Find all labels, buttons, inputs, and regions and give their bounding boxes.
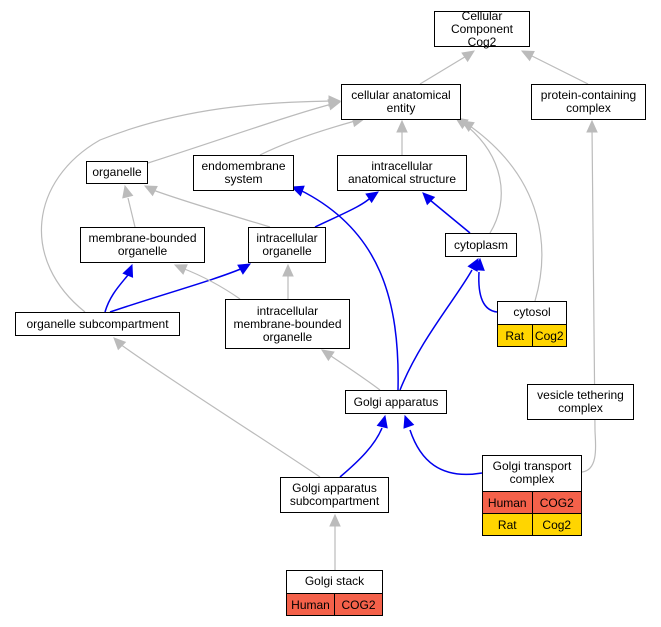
annotation-row-human: Human COG2 <box>482 491 582 514</box>
node-label: vesicle tethering <box>537 388 624 402</box>
arrowhead <box>461 50 476 63</box>
edge-io-to-ias <box>314 191 380 228</box>
edge-imbo-to-mbo <box>173 264 241 300</box>
edge-gas-to-osub <box>113 337 321 478</box>
node-label: intracellular <box>256 231 318 245</box>
arrowhead <box>113 337 127 351</box>
node-label: intracellular <box>371 159 433 173</box>
annotation-row-rat: Rat Cog2 <box>482 513 582 536</box>
node-label: subcompartment <box>289 494 380 508</box>
node-label: cellular anatomical <box>351 88 451 102</box>
node-protein-containing-complex[interactable]: protein-containing complex <box>531 84 646 120</box>
species-cell: Rat <box>498 325 532 346</box>
node-intracellular-organelle[interactable]: intracellular organelle <box>248 227 326 263</box>
node-label: Golgi transport <box>492 459 572 473</box>
node-label: organelle <box>262 244 312 258</box>
annotation-row-rat: Rat Cog2 <box>497 324 567 347</box>
node-intracellular-membrane-bounded-organelle[interactable]: intracellular membrane-bounded organelle <box>225 299 350 349</box>
edge-golgi-to-endomembrane <box>290 185 399 391</box>
arrowhead <box>376 414 388 429</box>
arrowhead <box>467 257 479 272</box>
edge-mbo-to-organelle <box>122 184 136 228</box>
arrowhead <box>143 185 158 197</box>
node-label: organelle <box>92 165 142 179</box>
node-label: cytosol <box>513 305 551 319</box>
annotation-row-human: Human COG2 <box>286 593 383 616</box>
edge-cytosol-to-cae <box>460 120 543 302</box>
edge-golgi-to-cytoplasm <box>399 257 479 391</box>
arrowhead <box>460 120 475 132</box>
node-vesicle-tethering-complex[interactable]: vesicle tethering complex <box>527 384 634 420</box>
node-label: intracellular <box>256 303 319 318</box>
node-intracellular-anatomical-structure[interactable]: intracellular anatomical structure <box>337 155 467 191</box>
node-label: anatomical structure <box>347 172 457 186</box>
gene-cell: COG2 <box>531 492 581 513</box>
node-label: cytoplasm <box>453 237 509 252</box>
node-cellular-anatomical-entity[interactable]: cellular anatomical entity <box>341 84 461 120</box>
arrowhead <box>520 50 535 62</box>
arrowhead <box>396 119 408 133</box>
edge-ias-to-cae <box>396 119 408 155</box>
node-endomembrane-system[interactable]: endomembrane system <box>193 155 294 191</box>
node-label: membrane-bounded <box>88 231 197 245</box>
arrowhead <box>282 263 294 277</box>
edge-pcc-to-root <box>520 50 589 85</box>
edge-gstack-to-gas <box>329 513 341 570</box>
node-golgi-apparatus-subcompartment[interactable]: Golgi apparatus subcompartment <box>280 477 389 513</box>
edge-gas-to-golgi <box>339 414 388 478</box>
node-label: organelle <box>262 329 313 344</box>
arrowhead <box>237 263 252 275</box>
node-label: complex <box>558 401 603 415</box>
arrowhead <box>173 264 188 275</box>
arrowhead <box>122 184 134 199</box>
node-membrane-bounded-organelle[interactable]: membrane-bounded organelle <box>80 227 205 263</box>
species-cell: Rat <box>483 514 532 535</box>
edge-vtc-to-pcc <box>581 119 598 473</box>
arrowhead <box>586 119 598 133</box>
node-label: complex <box>509 472 555 486</box>
edge-endomembrane-to-cae <box>259 115 366 156</box>
gene-cell: Cog2 <box>531 325 566 346</box>
node-label: Cellular Component <box>450 8 514 36</box>
arrowhead <box>328 95 342 107</box>
arrowhead <box>365 191 380 204</box>
edge-osub-to-io <box>109 263 252 313</box>
arrowhead <box>122 263 134 278</box>
edge-io-to-organelle <box>143 185 271 228</box>
node-golgi-apparatus[interactable]: Golgi apparatus <box>345 390 447 414</box>
edge-cytoplasm-to-ias <box>422 192 471 234</box>
arrowhead <box>290 185 305 197</box>
edge-cae-to-root <box>419 50 476 85</box>
edge-osub-to-cae <box>40 95 342 313</box>
arrowhead <box>320 349 335 362</box>
node-label: complex <box>566 101 611 115</box>
node-organelle-subcompartment[interactable]: organelle subcompartment <box>15 312 180 336</box>
node-label: organelle <box>117 244 168 258</box>
node-label: Cog2 <box>467 34 497 49</box>
node-cytoplasm[interactable]: cytoplasm <box>445 233 517 257</box>
arrowhead <box>422 192 436 206</box>
node-label: system <box>224 172 263 186</box>
node-label: entity <box>386 101 416 115</box>
arrowhead <box>403 414 415 429</box>
node-label: Golgi apparatus <box>353 394 439 409</box>
edge-imbo-to-io <box>282 263 294 299</box>
node-label: protein-containing <box>540 88 637 102</box>
node-organelle[interactable]: organelle <box>86 161 148 184</box>
edge-organelle-to-cae <box>147 99 342 164</box>
node-label: organelle subcompartment <box>26 316 169 331</box>
node-cellular-component[interactable]: Cellular Component Cog2 <box>434 8 530 49</box>
edge-osub-to-mbo <box>104 263 134 313</box>
node-label: Golgi apparatus <box>292 481 377 495</box>
node-label: membrane-bounded <box>233 316 342 331</box>
arrowhead <box>329 513 341 527</box>
node-label: endomembrane <box>201 159 286 173</box>
species-cell: Human <box>483 492 532 513</box>
species-cell: Human <box>287 594 334 615</box>
edge-golgi-to-imbo <box>320 349 381 391</box>
edge-gtc-to-golgi <box>403 414 483 476</box>
gene-cell: COG2 <box>334 594 382 615</box>
node-label: Golgi stack <box>304 574 365 588</box>
gene-cell: Cog2 <box>531 514 581 535</box>
